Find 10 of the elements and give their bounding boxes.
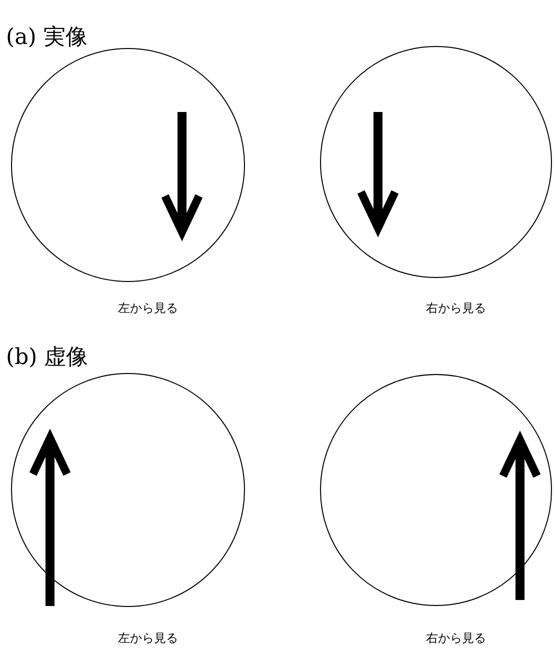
view-caption: 右から見る bbox=[426, 300, 486, 317]
view-caption: 左から見る bbox=[118, 300, 178, 317]
view-caption: 左から見る bbox=[118, 630, 178, 647]
lens-circle bbox=[320, 374, 552, 606]
section-heading: (a) 実像 bbox=[6, 24, 88, 52]
lens-circle bbox=[320, 46, 552, 278]
lens-circle bbox=[11, 373, 245, 607]
lens-circle bbox=[11, 48, 245, 282]
view-caption: 右から見る bbox=[426, 630, 486, 647]
section-heading: (b) 虚像 bbox=[6, 344, 88, 372]
